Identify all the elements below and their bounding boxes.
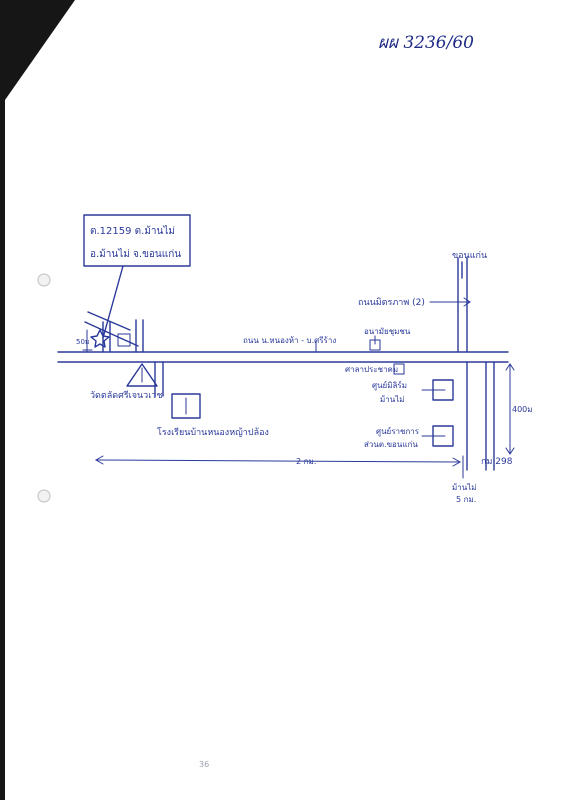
location-star-icon [90, 329, 110, 348]
punch-hole-top [37, 273, 51, 287]
callout-line2: อ.ม้านไม่ จ.ขอนแก่น [90, 248, 181, 260]
label-shop1: ศาลาประชาคม [345, 365, 398, 374]
page-number: 36 [199, 760, 209, 769]
junction-building [117, 333, 131, 347]
label-school-small: อนามัยชุมชน [364, 327, 411, 336]
label-temple: วัดตลัดศรีเจนวเวช [90, 390, 162, 401]
distance-arrow-left-head [94, 455, 104, 465]
distance-arrow-right-head [452, 457, 462, 467]
left-street-a [84, 321, 139, 347]
label-dist-50: 50ม [76, 338, 90, 346]
callout-line1: ต.12159 ต.ม้านไม่ [90, 225, 175, 237]
document-number: ผผ 3236/60 [378, 33, 474, 53]
callout-leader [102, 265, 124, 339]
callout-box [83, 214, 191, 267]
label-km-marker: กม 298 [481, 457, 513, 467]
label-dist-400: 400ม [512, 405, 533, 414]
label-shop2-line2: ม้านไม่ [380, 395, 405, 404]
mittraphap-arrow-head [463, 297, 471, 307]
distance-arrow-line [95, 459, 461, 463]
label-bottom-line1: ม้านไม่ [452, 483, 477, 492]
label-hospital: โรงเรียนบ้านหนองหญ้าปล้อง [157, 427, 269, 438]
label-distance-2km: 2 กม. [296, 457, 316, 466]
hospital-box [171, 393, 201, 419]
paper-sheet [5, 0, 582, 800]
shop1-box [393, 363, 405, 375]
label-shop3-line2: ส่วนต.ขอนแก่น [364, 440, 418, 449]
label-road-name: ถนน น.หนองห้า - บ.ศรีร้าง [243, 336, 336, 345]
temple-symbol [126, 363, 158, 387]
dim-400-head-top [505, 363, 515, 371]
left-street-b [87, 311, 131, 331]
label-shop3-line1: ศูนย์ราชการ [376, 426, 420, 437]
label-mittraphap: ถนนมิตรภาพ (2) [358, 297, 425, 308]
label-shop2-line1: ศูนย์มิลิร์ม [372, 380, 407, 391]
punch-hole-bottom [37, 489, 51, 503]
label-khon-kaen-top: ขอนแก่น [452, 251, 487, 261]
label-bottom-line2: 5 กม. [456, 495, 476, 504]
dim-400-head-bottom [505, 447, 515, 455]
